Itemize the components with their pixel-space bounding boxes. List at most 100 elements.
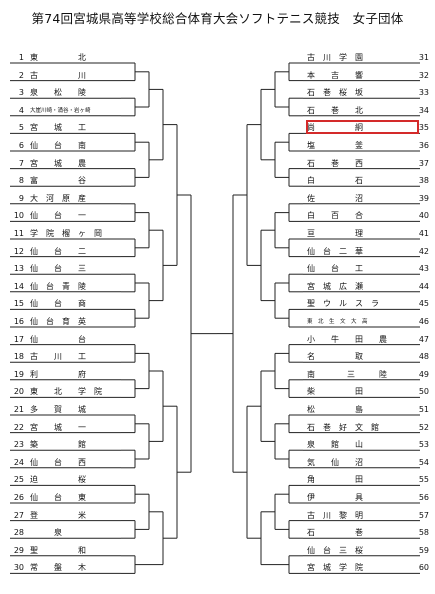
team-number: 30 <box>13 563 24 573</box>
team-number: 5 <box>18 123 24 133</box>
team-name: 名 取 <box>307 352 363 362</box>
team-name: 多 賀 城 <box>30 405 86 414</box>
team-number: 6 <box>18 141 24 150</box>
team-name: 富 谷 <box>30 176 86 186</box>
team-number: 51 <box>418 405 429 414</box>
team-number: 60 <box>418 563 429 573</box>
team-name: 古 川 学 園 <box>307 53 363 62</box>
team-number: 46 <box>418 317 429 326</box>
team-row: 24 仙 台 西 <box>8 457 128 469</box>
team-number: 20 <box>13 387 24 397</box>
team-number: 3 <box>18 88 24 98</box>
team-number: 9 <box>18 193 24 203</box>
team-name: 学 院 榴 ヶ 岡 <box>30 229 102 238</box>
team-row: 東 北 生 文 大 高 46 <box>307 316 431 328</box>
page-title: 第74回宮城県高等学校総合体育大会ソフトテニス競技 女子団体 <box>31 11 404 26</box>
team-name: 古 川 工 <box>30 352 86 362</box>
team-number: 34 <box>418 105 429 115</box>
team-row: 21 多 賀 城 <box>8 404 128 416</box>
team-name: 伊 具 <box>307 493 363 502</box>
team-name: 泉 <box>30 528 86 538</box>
team-number: 40 <box>418 211 429 221</box>
team-name: 石 巻 好 文 館 <box>307 422 379 432</box>
team-number: 50 <box>418 387 429 397</box>
team-name: 石 巻 <box>307 528 363 538</box>
team-name: 小 牛 田 農 <box>307 334 387 344</box>
team-name: 仙 台 南 <box>30 141 86 150</box>
team-name: 登 米 <box>30 510 86 520</box>
team-row: 1 東 北 <box>8 52 128 64</box>
team-number: 36 <box>418 141 429 150</box>
team-row: 仙 台 工 43 <box>307 263 431 275</box>
team-name: 仙 台 三 <box>30 264 86 274</box>
team-name: 宮 城 一 <box>30 422 86 432</box>
team-number: 19 <box>13 369 24 379</box>
team-name: 佐 沼 <box>307 193 363 203</box>
team-name: 亘 理 <box>307 229 363 238</box>
team-row: 5 宮 城 工 <box>8 122 128 134</box>
team-number: 35 <box>418 123 429 133</box>
team-number: 1 <box>18 53 24 62</box>
team-name: 尚 絅 <box>307 123 363 133</box>
team-row: 宮 城 学 院 60 <box>307 562 431 574</box>
team-name: 宮 城 工 <box>30 123 86 133</box>
team-number: 44 <box>418 281 429 291</box>
team-number: 24 <box>13 457 24 467</box>
team-name: 仙 台 二 <box>30 246 86 256</box>
team-number: 43 <box>418 264 429 274</box>
team-row: 8 富 谷 <box>8 175 128 187</box>
team-name: 東 北 生 文 大 高 <box>307 319 368 325</box>
team-number: 18 <box>13 352 24 362</box>
team-row: 30 常 盤 木 <box>8 562 128 574</box>
team-number: 31 <box>418 53 429 62</box>
team-name: 東 北 <box>30 53 86 62</box>
team-number: 14 <box>13 281 24 291</box>
team-name: 古 川 黎 明 <box>307 510 363 520</box>
team-name: 仙 台 二 華 <box>307 246 363 256</box>
team-name: 石 巻 桜 坂 <box>307 88 363 98</box>
team-name: 宮 城 学 院 <box>307 563 363 573</box>
team-name: 仙 台 西 <box>30 457 86 467</box>
team-row: 古 川 学 園 31 <box>307 52 431 64</box>
team-number: 21 <box>13 405 24 414</box>
team-name: 仙 台 青 陵 <box>30 281 86 291</box>
team-number: 8 <box>18 176 24 186</box>
team-name: 常 盤 木 <box>30 563 86 573</box>
team-name: 仙 台 工 <box>307 264 363 274</box>
team-number: 32 <box>418 70 429 80</box>
team-name: 聖 和 <box>30 545 86 555</box>
team-number: 47 <box>418 334 429 344</box>
team-number: 10 <box>13 211 24 221</box>
team-name: 気 仙 沼 <box>307 457 363 467</box>
team-name: 宮 城 農 <box>30 158 86 168</box>
team-name: 仙 台 育 英 <box>30 317 86 326</box>
team-number: 38 <box>418 176 429 186</box>
team-number: 2 <box>18 70 24 80</box>
team-name: 大 河 原 産 <box>30 193 86 203</box>
